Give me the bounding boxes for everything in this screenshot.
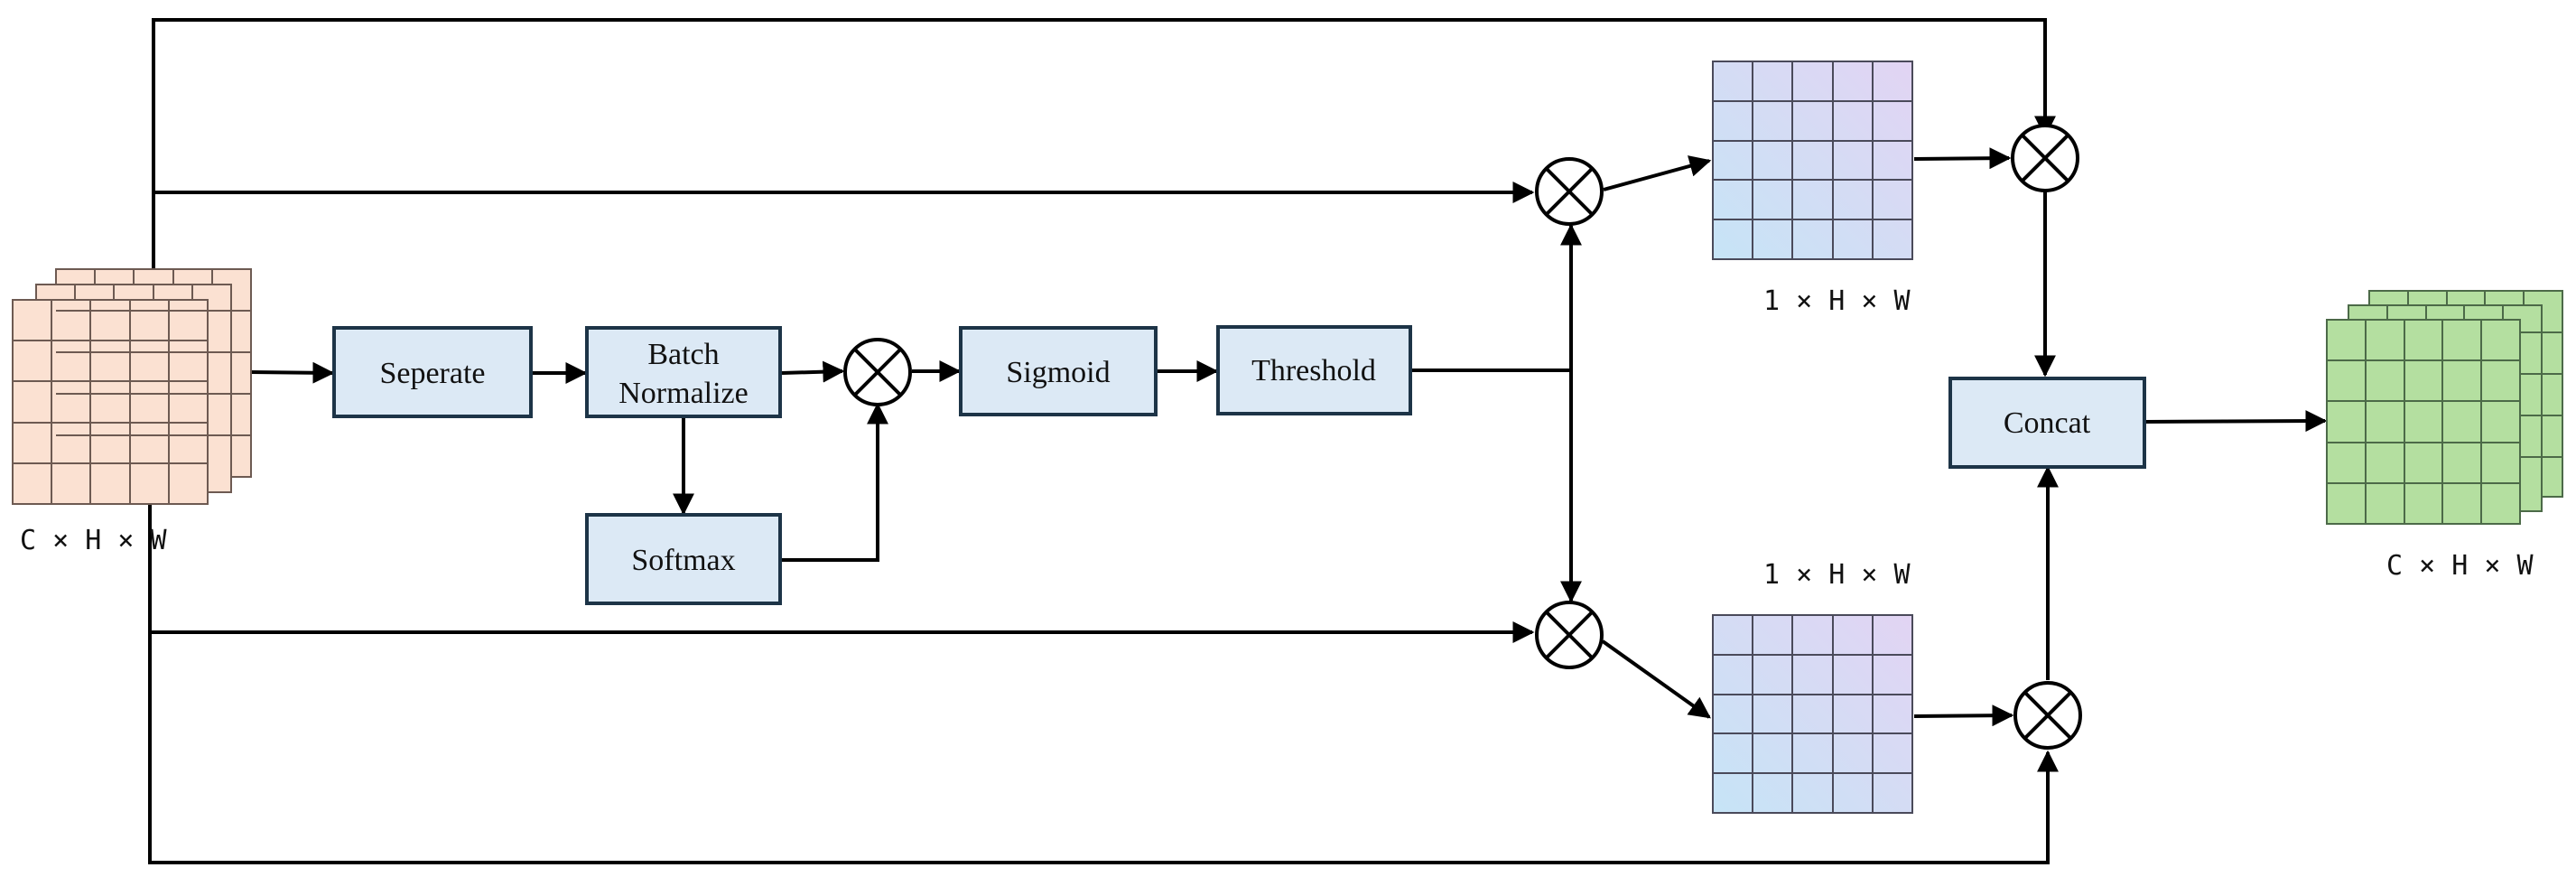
sigmoid-label: Sigmoid (1006, 356, 1110, 389)
softmax-node: Softmax (585, 513, 782, 605)
connector-to-lower-multiply (148, 501, 1535, 643)
batch-normalize-label-line2: Normalize (618, 377, 749, 410)
concat-label: Concat (2004, 406, 2091, 440)
multiply-icon-upper (1535, 157, 1604, 226)
output-dimension-label: C × H × W (2386, 550, 2534, 582)
input-layer-front (12, 299, 209, 505)
input-dimension-label: C × H × W (20, 525, 167, 556)
connections (148, 18, 2328, 864)
output-feature-stack (2326, 290, 2563, 525)
connector-softmax-multiply (782, 402, 888, 562)
connector-bottommap-multiply (1913, 704, 2014, 727)
output-layer-front (2326, 319, 2521, 525)
batch-normalize-label-line1: Batch (647, 338, 719, 371)
softmax-label: Softmax (631, 544, 735, 577)
concat-node: Concat (1948, 377, 2146, 469)
multiply-icon-bottom-right (2013, 681, 2082, 750)
multiply-icon-lower (1535, 601, 1604, 669)
threshold-label: Threshold (1251, 354, 1376, 387)
connector-concat-output (2144, 410, 2328, 433)
connector-bn-multiply (781, 360, 845, 383)
connector-input-separate (250, 361, 335, 384)
top-weight-map (1712, 61, 1913, 260)
multiply-icon-bn (843, 338, 912, 406)
separate-label: Seperate (379, 357, 485, 390)
multiply-icon-top-right (2011, 124, 2079, 192)
connector-topmap-multiply (1913, 147, 2012, 170)
sigmoid-node: Sigmoid (959, 326, 1158, 416)
threshold-node: Threshold (1216, 325, 1412, 415)
connector-upper-to-map (1603, 155, 1712, 191)
connector-top-bypass (152, 18, 2056, 271)
connector-bottom-bypass (148, 632, 2059, 864)
bottom-map-dimension-label: 1 × H × W (1763, 559, 1911, 591)
input-feature-stack (12, 268, 252, 505)
top-map-dimension-label: 1 × H × W (1763, 285, 1911, 317)
batch-normalize-node: Batch Normalize (585, 326, 782, 418)
bottom-weight-map (1712, 614, 1913, 814)
separate-node: Seperate (332, 326, 533, 418)
connector-lower-to-map (1601, 639, 1711, 719)
